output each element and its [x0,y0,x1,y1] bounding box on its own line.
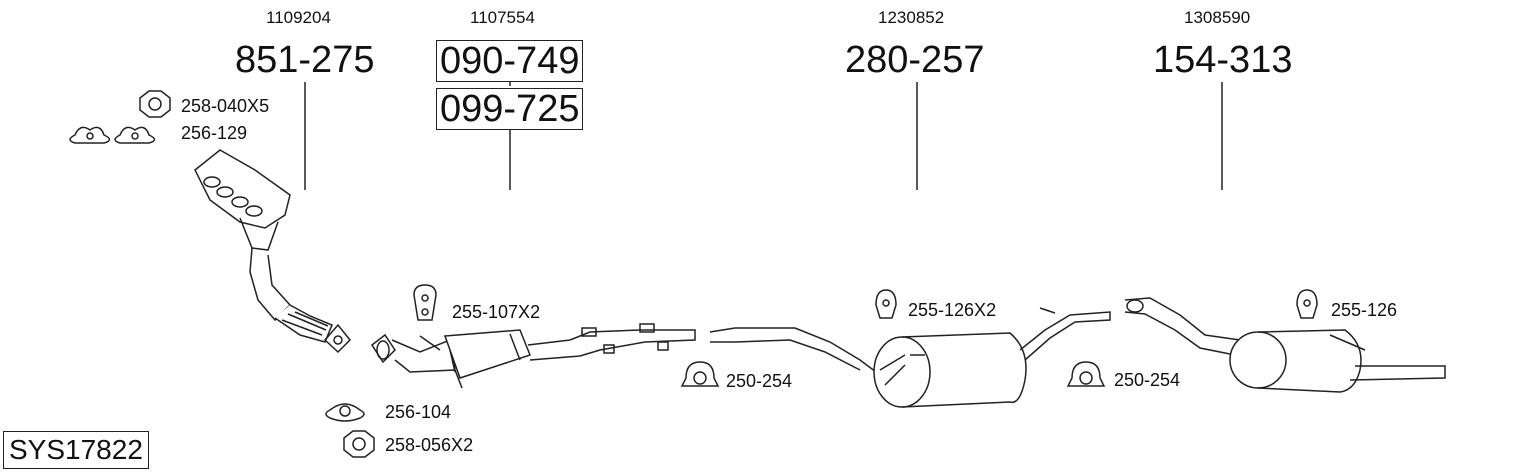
label-hanger-front[interactable]: 255-107X2 [452,302,541,322]
nut-bottom-icon [343,430,375,458]
clamp-right-icon [1066,361,1106,387]
label-hanger-rear[interactable]: 255-126 [1331,300,1398,320]
oe-number-3: 1230852 [878,8,945,27]
catalytic-converter [370,323,696,389]
oe-number-4: 1308590 [1184,8,1251,27]
hanger-rear-icon [1296,289,1318,319]
label-gasket-manifold[interactable]: 256-129 [181,123,248,143]
manifold-front-pipe [194,149,352,354]
center-muffler [709,307,1111,408]
nut-top-icon [139,90,171,118]
hanger-mid-icon [875,289,897,319]
label-gasket-flange[interactable]: 256-104 [385,402,452,422]
label-clamp-left[interactable]: 250-254 [726,371,793,391]
rear-muffler [1124,297,1446,393]
label-nut-top[interactable]: 258-040X5 [181,96,270,116]
label-clamp-right[interactable]: 250-254 [1114,370,1181,390]
oe-number-1: 1109204 [266,8,331,27]
manifold-gasket-icon [69,126,156,144]
part-number-280-257[interactable]: 280-257 [845,39,985,81]
system-code: SYS17822 [3,431,149,469]
flange-gasket-icon [325,403,365,422]
label-nut-bottom[interactable]: 258-056X2 [385,435,474,455]
oe-number-2: 1107554 [470,8,535,27]
part-number-851-275[interactable]: 851-275 [235,39,375,81]
hanger-front-icon [413,284,437,321]
part-number-099-725[interactable]: 099-725 [436,88,584,130]
part-number-090-749[interactable]: 090-749 [436,40,584,82]
part-number-154-313[interactable]: 154-313 [1153,39,1293,81]
label-hanger-mid[interactable]: 255-126X2 [908,300,997,320]
clamp-left-icon [680,361,720,387]
